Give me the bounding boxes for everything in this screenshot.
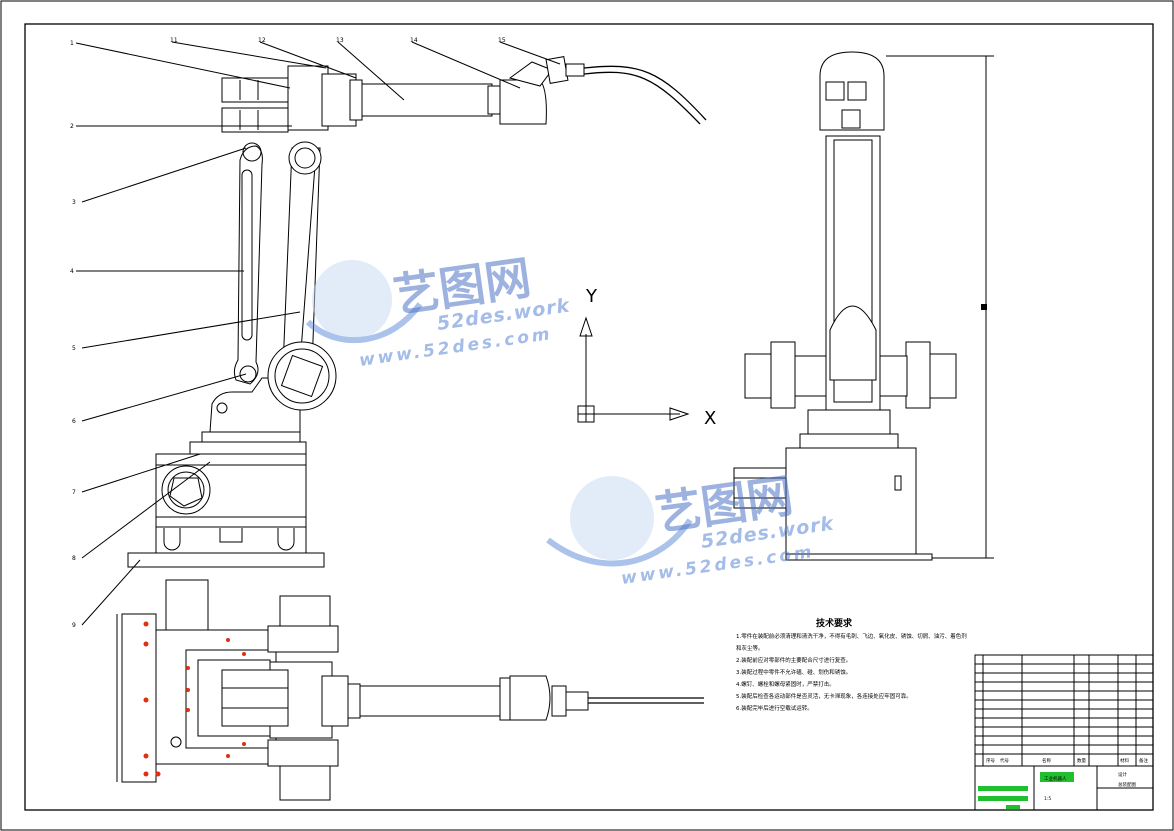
- part-label-15: 15: [498, 37, 506, 44]
- tb-col-header: 数量: [1077, 757, 1086, 764]
- tb-col-header: 代号: [1000, 757, 1009, 764]
- part-label-8: 8: [72, 555, 76, 562]
- tech-note-line: 3.装配过程中零件不允许磕、碰、划伤和锈蚀。: [736, 668, 851, 676]
- tech-note-line: 1.零件在装配前必须清理和清洗干净，不得有毛刺、飞边、氧化皮、锈蚀、切屑、油污、…: [736, 632, 967, 640]
- part-label-6: 6: [72, 418, 76, 425]
- part-label-1: 1: [70, 40, 74, 47]
- tb-col-header: 序号: [986, 757, 995, 764]
- front-view: 1 2 3 4 5 6 7 8 9 11 12 13 14 15: [70, 37, 707, 629]
- axis-y-label: Y: [585, 286, 598, 307]
- tech-note-line: 4.螺钉、螺栓和螺母紧固时，严禁打击。: [736, 680, 835, 688]
- part-label-13: 13: [336, 37, 344, 44]
- tech-notes-title: 技术要求: [816, 617, 853, 629]
- drawing-subtitle: 总装配图: [1118, 781, 1136, 788]
- part-label-5: 5: [72, 345, 76, 352]
- tech-note-line: 5.装配后检查各运动部件是否灵活，无卡滞现象，各连接处应牢固可靠。: [736, 692, 912, 700]
- watermark-upper: 艺图网 52des.work www.52des.com: [305, 250, 572, 371]
- side-view: [733, 51, 994, 561]
- tb-col-header: 材料: [1120, 757, 1129, 764]
- watermark-globe-icon: [546, 476, 693, 567]
- tech-notes: 技术要求 1.零件在装配前必须清理和清洗干净，不得有毛刺、飞边、氧化皮、锈蚀、切…: [736, 617, 967, 712]
- top-view: [116, 579, 704, 801]
- inner-border: [24, 23, 1154, 811]
- part-label-4: 4: [70, 268, 74, 275]
- axis-x-label: X: [704, 408, 716, 429]
- part-label-3: 3: [72, 199, 76, 206]
- part-label-9: 9: [72, 622, 76, 629]
- drawing-title: 工业机器人: [1044, 775, 1067, 782]
- tb-col-header: 备注: [1139, 757, 1148, 764]
- tb-col-header: 名称: [1042, 757, 1051, 764]
- part-label-14: 14: [410, 37, 418, 44]
- part-label-12: 12: [258, 37, 266, 44]
- drawing-scale: 1:5: [1044, 796, 1051, 802]
- tech-note-line: 2.装配前应对零部件的主要配合尺寸进行复查。: [736, 656, 851, 664]
- drawing-designer: 设计: [1118, 771, 1127, 778]
- part-label-11: 11: [170, 37, 178, 44]
- title-block: 序号 代号 名称 数量 材料 备注 工业机器人 总装配图 设计 1:5: [974, 654, 1154, 811]
- tech-note-line: 6.装配完毕后进行空载试运转。: [736, 704, 813, 712]
- part-label-7: 7: [72, 489, 76, 496]
- tech-note-line: 和灰尘等。: [736, 644, 764, 652]
- watermark-globe-icon: [305, 260, 423, 344]
- front-leaders: [75, 41, 561, 626]
- part-label-2: 2: [70, 123, 74, 130]
- ucs-axis-icon: Y X: [577, 286, 716, 429]
